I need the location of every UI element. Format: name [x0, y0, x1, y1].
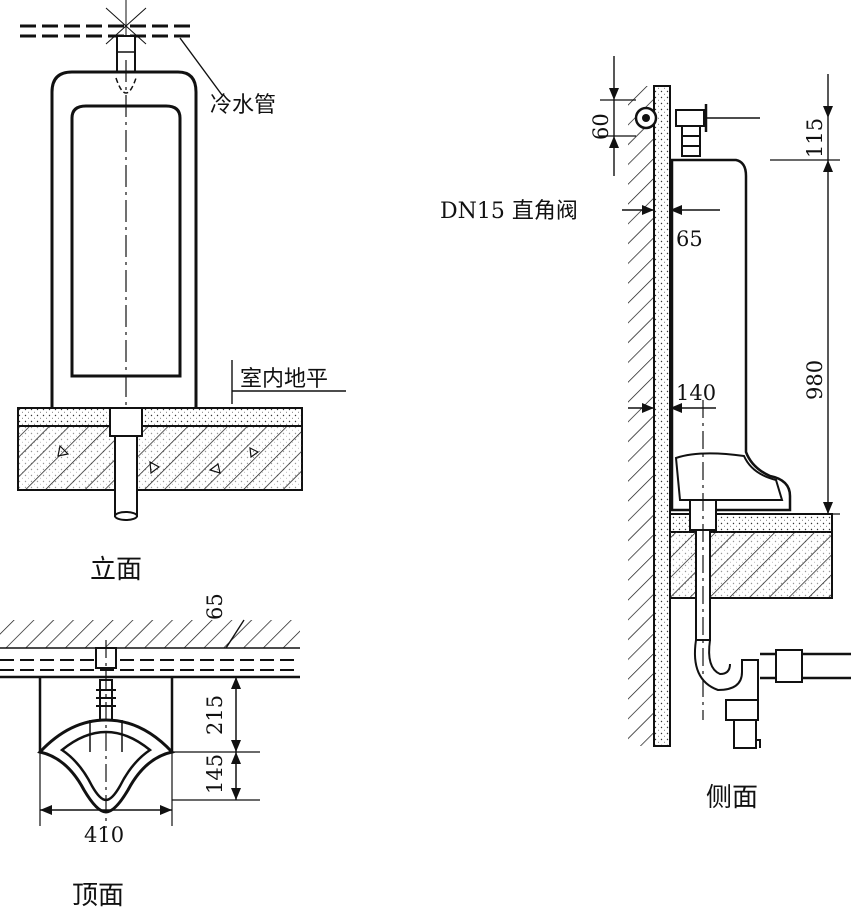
side-view-title: 侧面 [706, 783, 758, 813]
top-width-dim: 410 [84, 823, 124, 847]
top-depth-lower-dim: 145 [203, 754, 227, 794]
side-valve-offset-dim: 65 [676, 227, 703, 251]
side-valve-top-dim: 115 [803, 118, 827, 158]
top-view-title: 顶面 [72, 881, 124, 909]
top-wall-gap-dim: 65 [203, 593, 227, 620]
side-view: 60 115 980 DN15 直角阀 65 140 侧面 [440, 56, 851, 813]
side-height-dim: 980 [803, 360, 827, 400]
side-outlet-offset-dim: 140 [676, 381, 716, 405]
side-valve-height-dim: 60 [589, 113, 613, 140]
top-depth-upper-dim: 215 [203, 695, 227, 735]
elevation-view: 冷水管 室内地平 立面 [17, 0, 346, 585]
indoor-floor-label: 室内地平 [240, 367, 328, 392]
cold-water-pipe-label: 冷水管 [210, 93, 276, 118]
angle-valve-label: DN15 直角阀 [440, 199, 578, 224]
top-view: 215 145 65 410 顶面 [0, 593, 300, 909]
elevation-view-title: 立面 [90, 555, 142, 585]
